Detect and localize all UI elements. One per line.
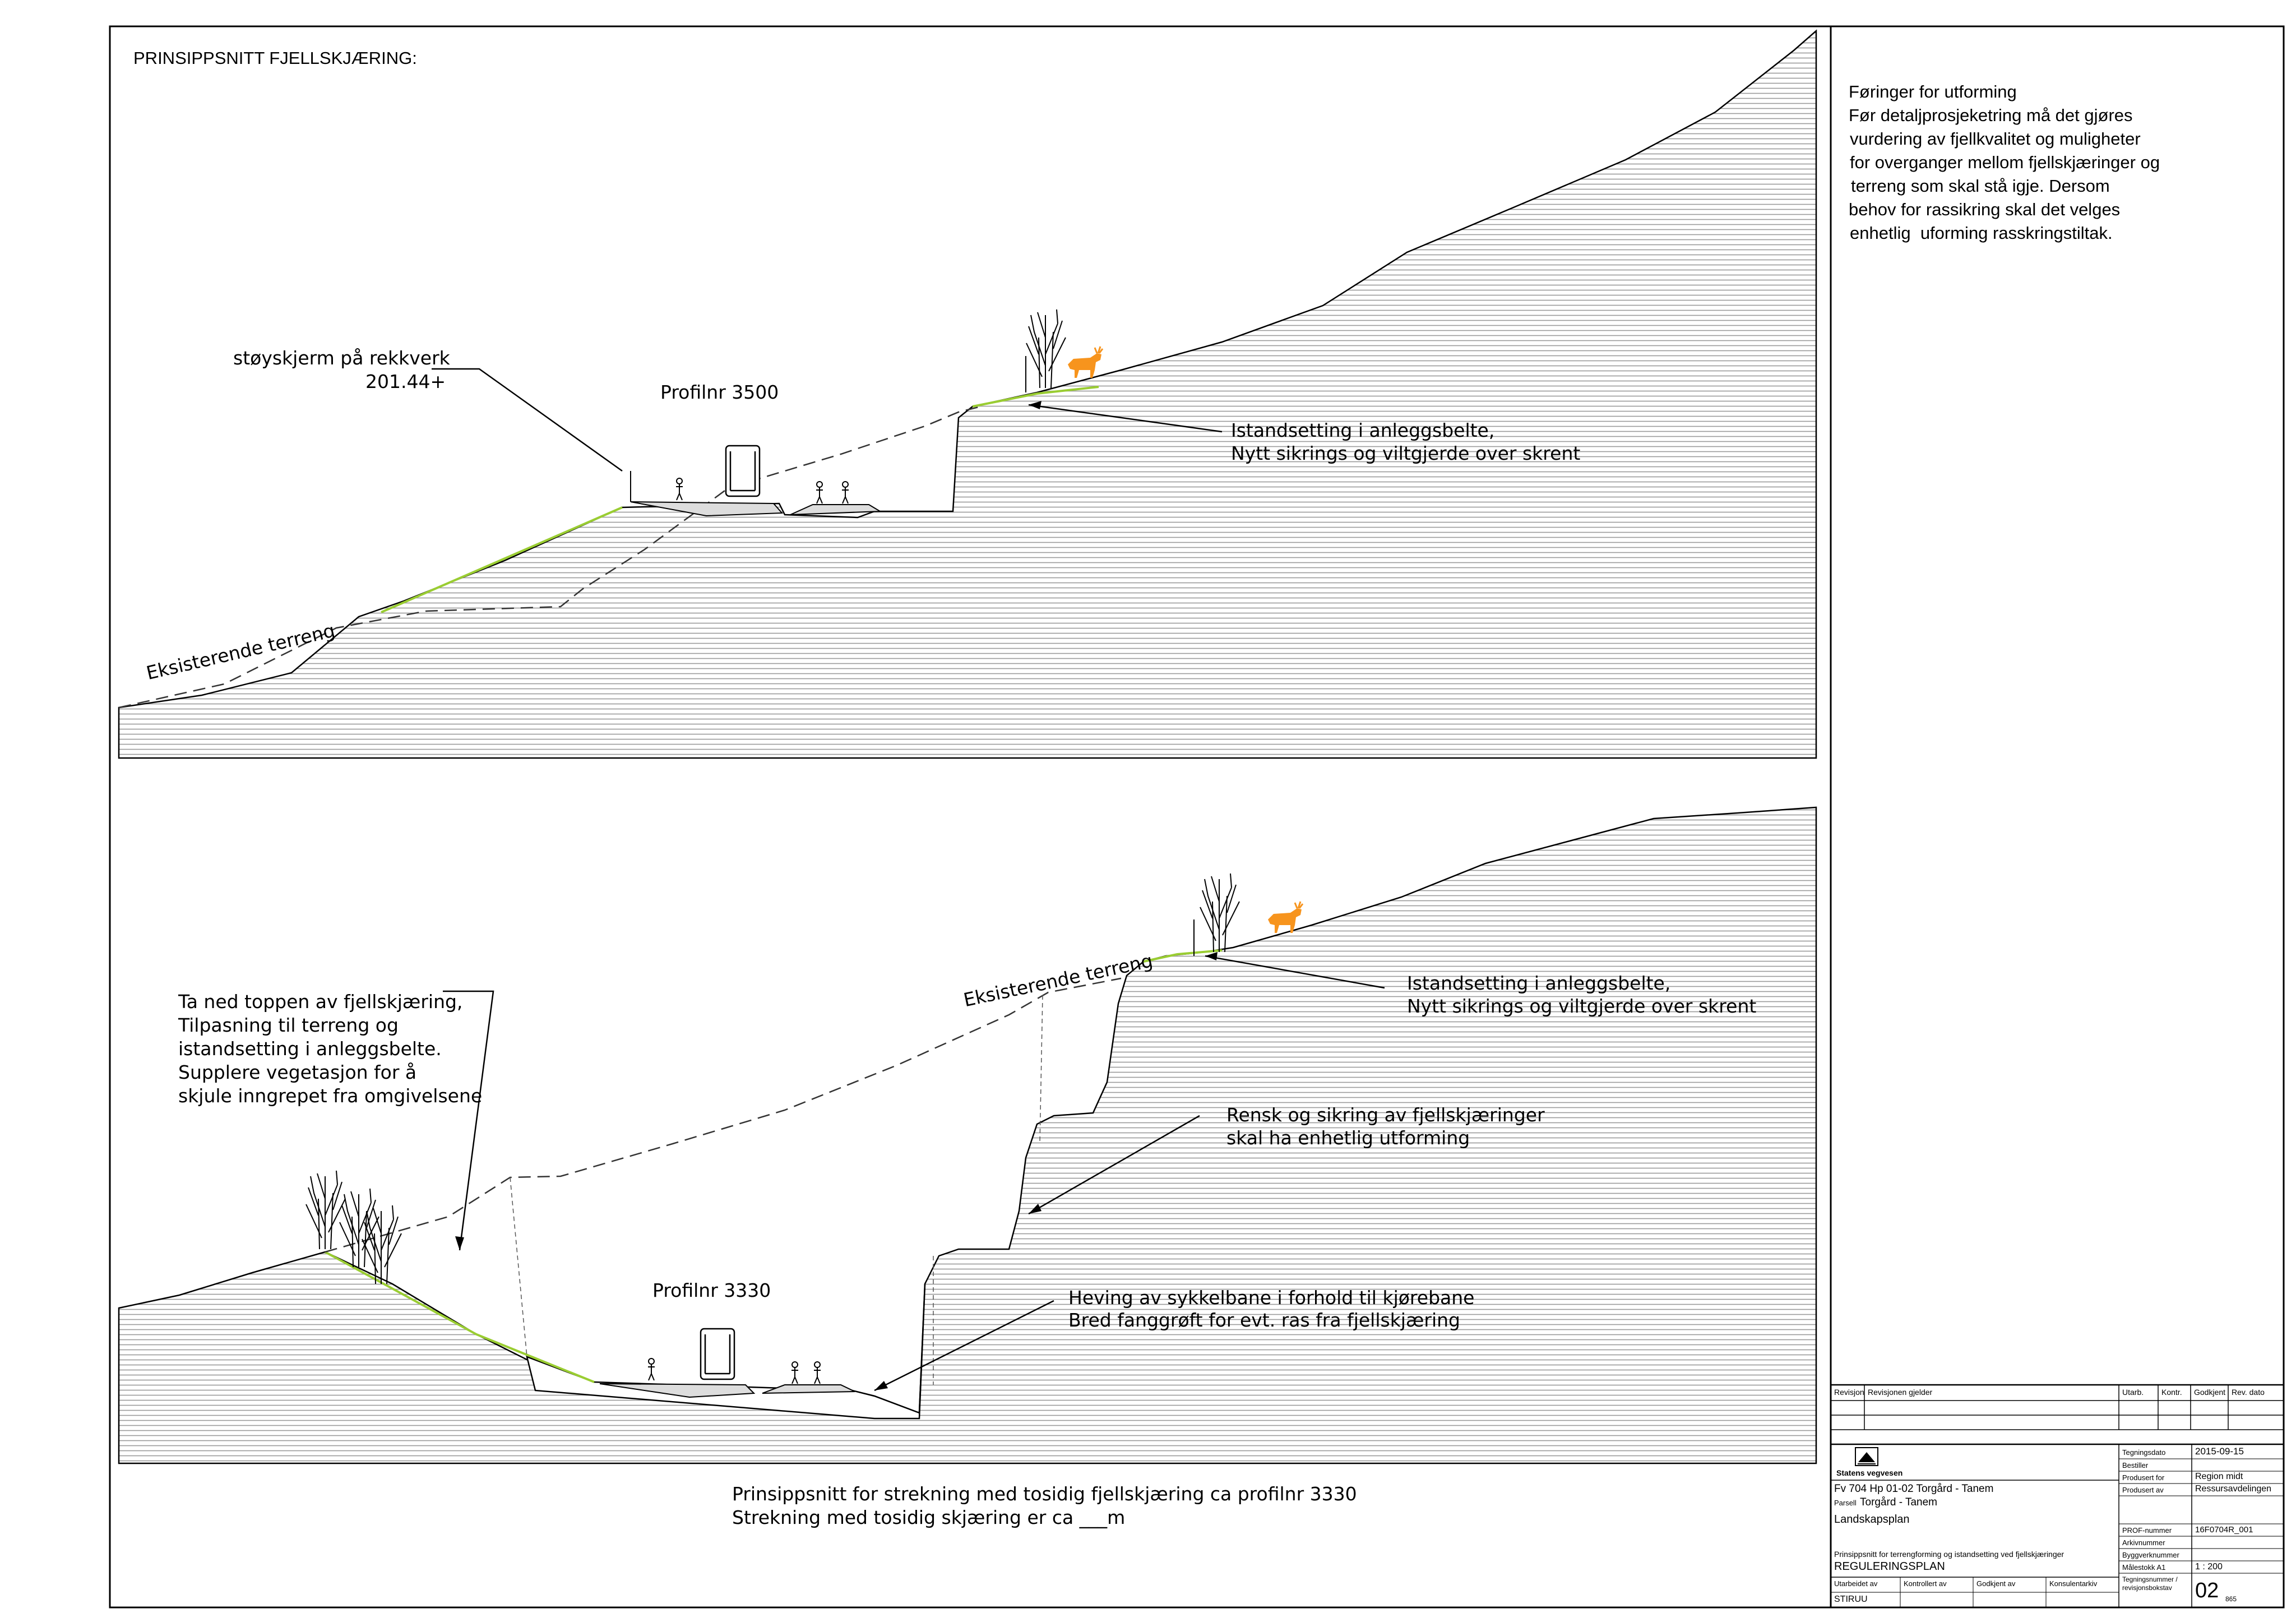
lower-rockcut-note-2: skal ha enhetlig utforming	[1226, 1127, 1470, 1149]
lower-tree-right	[1200, 873, 1240, 953]
scale: 1 : 200	[2195, 1562, 2223, 1572]
drawing-heading: PRINSIPPSNITT FJELLSKJÆRING:	[133, 48, 417, 68]
upper-existing-terrain	[118, 405, 982, 709]
lower-road-deck	[599, 1383, 756, 1398]
lower-left-note-3: istandsetting i anleggsbelte.	[178, 1038, 442, 1060]
upper-person-2	[816, 481, 823, 504]
lower-caption-1: Prinsippsnitt for strekning med tosidig …	[732, 1483, 1357, 1505]
produced-by: Ressursavdelingen	[2195, 1484, 2272, 1494]
guidelines-line-1: Før detaljprosjeketring må det gjøres	[1849, 105, 2133, 125]
upper-screen-leader	[432, 368, 623, 472]
title-block-frame	[1830, 1384, 2285, 1609]
noise-screen-label-2: 201.44+	[365, 371, 446, 392]
upper-green-slope	[381, 506, 623, 613]
rev-header-prepared: Utarb.	[2122, 1388, 2144, 1397]
parcel-label: Parsell	[1834, 1499, 1857, 1507]
lower-caption-2: Strekning med tosidig skjæring er ca ___…	[732, 1507, 1126, 1528]
drawing-date-label: Tegningsdato	[2122, 1448, 2166, 1457]
client-label: Bestiller	[2122, 1461, 2149, 1469]
prof-number-label: PROF-nummer	[2122, 1526, 2172, 1535]
lower-green-top	[1143, 949, 1223, 963]
org-name: Statens vegvesen	[1836, 1468, 1903, 1477]
noise-screen-label-1: støyskjerm på rekkverk	[233, 347, 450, 369]
lower-cycle-path	[762, 1384, 855, 1394]
upper-road-deck	[630, 501, 784, 517]
lower-person-3	[813, 1361, 821, 1384]
upper-ground	[118, 29, 1817, 759]
lower-restoration-note-2: Nytt sikrings og viltgjerde over skrent	[1407, 995, 1757, 1017]
prepared-by-label: Utarbeidet av	[1834, 1579, 1878, 1588]
guidelines-title: Føringer for utforming	[1849, 82, 2017, 101]
discipline: Landskapsplan	[1834, 1513, 1910, 1526]
lower-cycle-note-1: Heving av sykkelbane i forhold til kjøre…	[1068, 1287, 1475, 1309]
drawing-date: 2015-09-15	[2195, 1446, 2244, 1457]
guidelines-line-4: terreng som skal stå igje. Dersom	[1851, 176, 2110, 196]
rev-header-concerns: Revisjonen gjelder	[1868, 1388, 1933, 1397]
archive-label: Arkivnummer	[2122, 1538, 2165, 1547]
consultant-label: Konsulentarkiv	[2049, 1579, 2098, 1588]
drawing-description: Prinsippsnitt for terrengforming og ista…	[1834, 1550, 2064, 1559]
lower-left-note-4: Supplere vegetasjon for å	[178, 1061, 417, 1083]
upper-restoration-note-1: Istandsetting i anleggsbelte,	[1231, 419, 1495, 441]
lower-rockcut-leader	[1028, 1115, 1200, 1215]
project-name: Fv 704 Hp 01-02 Torgård - Tanem	[1834, 1483, 1994, 1495]
lower-rockcut-note-1: Rensk og sikring av fjellskjæringer	[1226, 1104, 1545, 1126]
upper-bus	[725, 445, 761, 497]
drawing-number-label: Tegningsnummer / revisjonsbokstav	[2122, 1575, 2178, 1592]
lower-ground	[118, 806, 1817, 1464]
upper-profile-label: Profilnr 3500	[660, 381, 779, 403]
checked-by-label: Kontrollert av	[1904, 1579, 1947, 1588]
guidelines-line-5: behov for rassikring skal det velges	[1849, 200, 2121, 219]
lower-restoration-leader	[1205, 955, 1385, 989]
rev-header-checked: Kontr.	[2161, 1388, 2182, 1397]
lower-left-note-2: Tilpasning til terreng og	[178, 1014, 399, 1036]
upper-cycle-path	[790, 504, 882, 515]
lower-left-leader	[443, 990, 494, 1251]
upper-person-1	[675, 478, 683, 501]
parcel-name: Torgård - Tanem	[1860, 1496, 1937, 1508]
sheet-border	[109, 25, 2285, 1609]
upper-restoration-note-2: Nytt sikrings og viltgjerde over skrent	[1231, 442, 1581, 464]
lower-cycle-note-2: Bred fanggrøft for evt. ras fra fjellskj…	[1068, 1309, 1460, 1331]
approved-by-label: Godkjent av	[1976, 1579, 2016, 1588]
lower-restoration-note-1: Istandsetting i anleggsbelte,	[1407, 972, 1671, 994]
upper-green-top	[972, 386, 1099, 408]
scale-label: Målestokk A1	[2122, 1563, 2166, 1572]
upper-section	[118, 29, 1817, 759]
lower-person-1	[647, 1358, 655, 1381]
lower-tree-left-1	[305, 1170, 346, 1250]
upper-restoration-leader	[1028, 404, 1223, 433]
produced-for-label: Produsert for	[2122, 1473, 2165, 1482]
rev-header-approved: Godkjent	[2194, 1388, 2226, 1397]
guidelines-line-3: for overganger mellom fjellskjæringer og	[1850, 153, 2160, 172]
prof-number: 16F0704R_001	[2195, 1525, 2253, 1535]
guidelines-line-2: vurdering av fjellkvalitet og muligheter	[1850, 129, 2141, 149]
lower-left-note-5: skjule inngrepet fra omgivelsene	[178, 1085, 483, 1107]
upper-person-3	[841, 481, 849, 504]
plan-type: REGULERINGSPLAN	[1834, 1560, 1945, 1573]
prepared-by: STIRUU	[1834, 1595, 1868, 1604]
guidelines-line-6: enhetlig uforming rasskringstiltak.	[1850, 223, 2113, 243]
rev-header-revision: Revisjon	[1834, 1388, 1864, 1397]
lower-left-note-1: Ta ned toppen av fjellskjæring,	[178, 991, 463, 1013]
produced-for: Region midt	[2195, 1472, 2243, 1481]
lower-person-2	[791, 1361, 799, 1384]
statens-vegvesen-logo	[1855, 1447, 1878, 1466]
lower-bus	[700, 1328, 735, 1380]
build-number-label: Byggverknummer	[2122, 1551, 2179, 1559]
produced-by-label: Produsert av	[2122, 1486, 2164, 1494]
lower-profile-label: Profilnr 3330	[652, 1279, 771, 1301]
drawing-number: 02	[2195, 1579, 2219, 1602]
upper-moose	[1067, 345, 1104, 379]
lower-cycle-leader	[874, 1300, 1054, 1392]
lower-tree-left-2	[339, 1188, 379, 1268]
lower-existing-terrain	[325, 977, 1122, 1253]
lower-section	[118, 806, 1817, 1464]
rev-header-date: Rev. dato	[2232, 1388, 2265, 1397]
revision-code: 865	[2225, 1595, 2237, 1603]
upper-tree	[1026, 309, 1066, 389]
lower-moose	[1267, 900, 1304, 934]
